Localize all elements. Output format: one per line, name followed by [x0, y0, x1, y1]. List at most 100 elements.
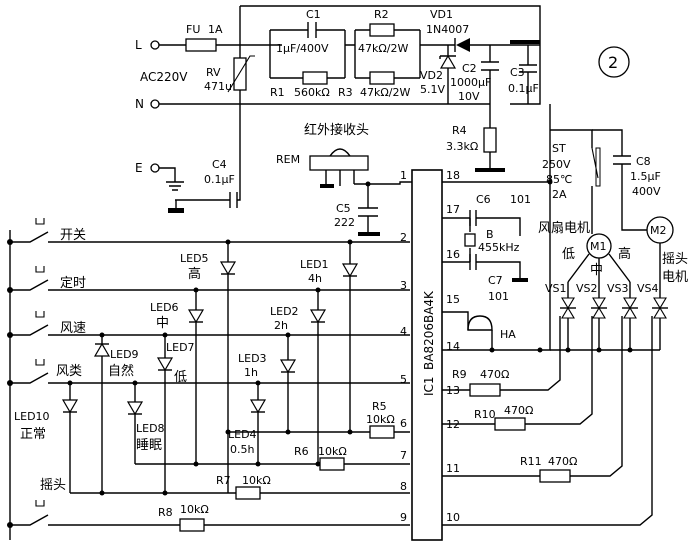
c8-value-2: 400V: [632, 185, 661, 198]
led6-label: LED6: [150, 301, 179, 314]
pin-3: 3: [400, 279, 407, 292]
r1-value: 560kΩ: [294, 86, 330, 99]
resistor-r7: [235, 486, 261, 500]
led9-label: LED9: [110, 348, 139, 361]
led4-label: LED4: [228, 428, 257, 441]
fuse: [185, 38, 217, 52]
led3-text: 1h: [244, 366, 258, 379]
r8-value: 10kΩ: [180, 503, 209, 516]
c5-label: C5: [336, 202, 351, 215]
key-switches: 开关 定时 风速 风类 摇头: [7, 218, 410, 540]
ic1-body: [411, 169, 443, 541]
motor-section: ST 250V 85℃ 2A C8 1.5μF 400V M1 风扇电机 低 中…: [442, 129, 688, 526]
c7-value: 101: [488, 290, 509, 303]
switch-swing-label: 摇头: [40, 478, 66, 493]
capacitor-c1: [307, 22, 317, 38]
led10-label: LED10: [14, 410, 50, 423]
led6-text: 中: [156, 316, 169, 331]
r8-label: R8: [158, 506, 173, 519]
speed-mid-label: 中: [590, 263, 603, 278]
c3-label: C3: [510, 66, 525, 79]
led8-label: LED8: [136, 422, 165, 435]
vs1-label: VS1: [545, 282, 567, 295]
pin-5: 5: [400, 373, 407, 386]
fu-value: 1A: [208, 23, 223, 36]
c2-value-1: 1000μF: [450, 76, 491, 89]
led8-text: 睡眠: [136, 438, 162, 453]
resistor-r3: [369, 71, 395, 85]
terminal-l: [150, 40, 160, 50]
triac-vs2: [591, 282, 607, 350]
led9-text: 自然: [108, 363, 134, 379]
c4-value: 0.1μF: [204, 173, 235, 186]
pin-1: 1: [400, 169, 407, 182]
resistor-r5: [369, 425, 395, 439]
rv-label: RV: [206, 66, 221, 79]
vs2-label: VS2: [576, 282, 598, 295]
power-supply: L N E AC220V FU 1A RV 471u C1 1μF/400V R…: [135, 5, 541, 213]
r9-value: 470Ω: [480, 368, 509, 381]
led1-label: LED1: [300, 258, 329, 271]
c6-value: 101: [510, 193, 531, 206]
vd1-value: 1N4007: [426, 23, 469, 36]
resistor-r11: [539, 469, 571, 483]
r10-value: 470Ω: [504, 404, 533, 417]
oscillator: C6 101 B 455kHz C7 101: [442, 193, 531, 303]
r3-label: R3: [338, 86, 353, 99]
st-value-2: 85℃: [546, 173, 572, 186]
capacitor-c2: [481, 61, 499, 71]
pin-2: 2: [400, 231, 407, 244]
r5-value: 10kΩ: [366, 413, 395, 426]
pin-7: 7: [400, 449, 407, 462]
led5-text: 高: [188, 266, 201, 282]
resistor-r6: [319, 457, 345, 471]
ac-source-label: AC220V: [140, 70, 188, 84]
zener-vd2: [439, 54, 457, 69]
ir-receiver: 红外接收头 REM C5 222: [276, 122, 410, 236]
c4-label: C4: [212, 158, 227, 171]
resistor-r1: [302, 71, 328, 85]
ic1-part: BA8206BA4K: [422, 290, 436, 370]
b-label: B: [486, 228, 494, 241]
ic1: IC1 BA8206BA4K 1 2 3 4 5 6 7 8 9 10 11 1…: [400, 104, 551, 541]
terminal-l-label: L: [135, 38, 142, 52]
resistor-r2: [369, 23, 395, 37]
switch-timer-label: 定时: [60, 276, 86, 291]
b-value: 455kHz: [478, 241, 520, 254]
figure-number-circle: [598, 46, 630, 78]
terminal-n: [150, 99, 160, 109]
led-matrix: R5 10kΩ R6 10kΩ R7 10kΩ R8 10kΩ LED1 4h: [14, 239, 410, 532]
led-2: [309, 287, 327, 467]
led-7: [156, 332, 174, 496]
rv-value: 471u: [204, 80, 232, 93]
c7-label: C7: [488, 274, 503, 287]
terminal-e: [150, 163, 160, 173]
led3-label: LED3: [238, 352, 267, 365]
resistor-r9: [469, 383, 501, 397]
vs3-label: VS3: [607, 282, 629, 295]
c6-label: C6: [476, 193, 491, 206]
r2-label: R2: [374, 8, 389, 21]
vd1-label: VD1: [430, 8, 453, 21]
ic1-label: IC1: [422, 376, 436, 396]
pin-4: 4: [400, 325, 407, 338]
pin-15: 15: [446, 293, 460, 306]
terminal-e-label: E: [135, 161, 143, 175]
resistor-r10: [494, 417, 526, 431]
led-8: [126, 380, 144, 464]
c1-label: C1: [306, 8, 321, 21]
m2-label: M2: [650, 224, 667, 237]
led4-text: 0.5h: [230, 443, 254, 456]
fu-label: FU: [186, 23, 200, 36]
varistor-rv: [233, 57, 247, 91]
pin-9: 9: [400, 511, 407, 524]
st-label: ST: [552, 142, 566, 155]
led-3: [279, 332, 297, 435]
capacitor-c5: [358, 207, 378, 217]
fan-motor-label: 风扇电机: [538, 220, 590, 236]
switch-mode-label: 风类: [56, 364, 82, 379]
vd2-value: 5.1V: [420, 83, 445, 96]
ha-label: HA: [500, 328, 516, 341]
r1-label: R1: [270, 86, 285, 99]
